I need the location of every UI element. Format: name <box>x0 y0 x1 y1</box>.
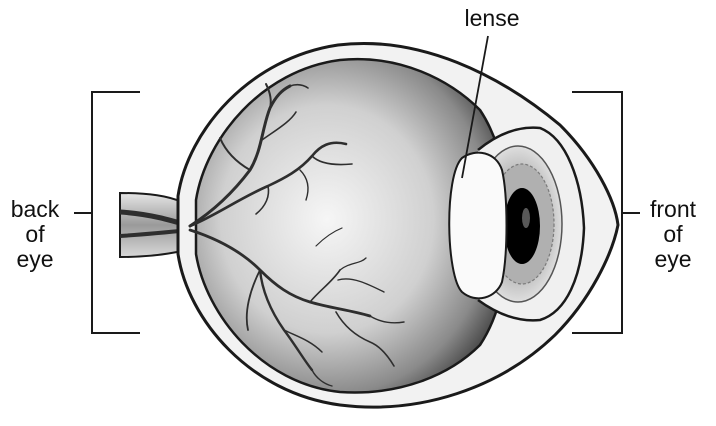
lens <box>449 153 506 299</box>
front-of-eye-label-line-3: eye <box>640 247 706 272</box>
back-of-eye-label-line-1: back <box>4 197 66 222</box>
lense-label: lense <box>462 6 522 31</box>
back-of-eye-label: back of eye <box>4 197 66 272</box>
pupil <box>504 188 540 264</box>
front-of-eye-label: front of eye <box>640 197 706 272</box>
front-of-eye-label-line-2: of <box>640 222 706 247</box>
back-of-eye-label-line-2: of <box>4 222 66 247</box>
lense-label-text: lense <box>462 6 522 31</box>
back-of-eye-label-line-3: eye <box>4 247 66 272</box>
front-of-eye-label-line-1: front <box>640 197 706 222</box>
